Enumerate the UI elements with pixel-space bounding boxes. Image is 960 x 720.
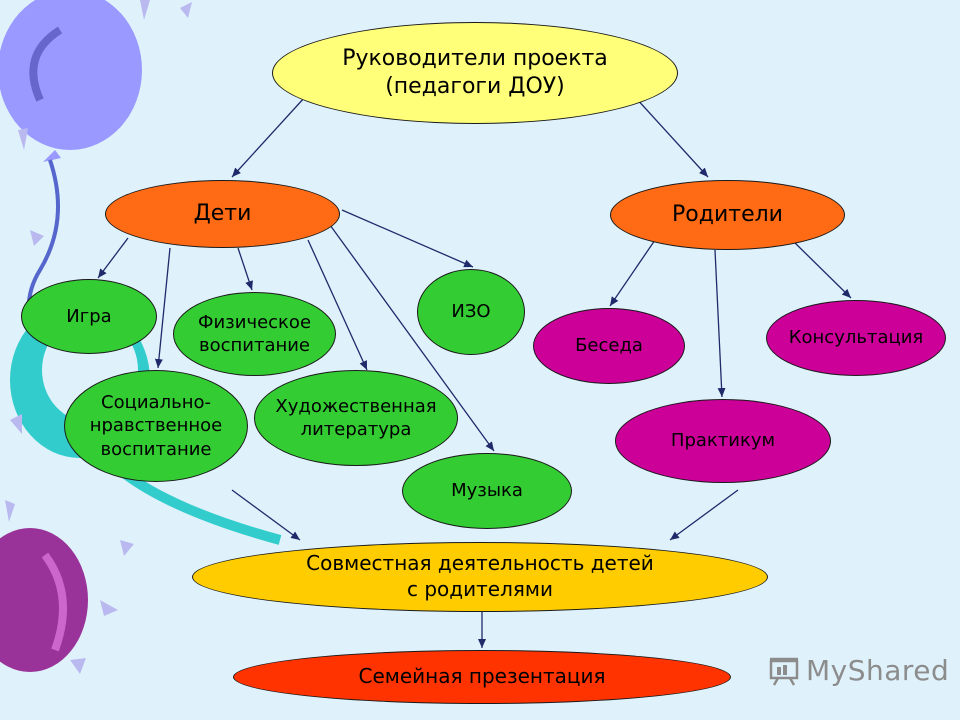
arrow-parents-practicum — [714, 249, 726, 398]
watermark-text: MyShared — [806, 654, 950, 687]
arrow-children-activities-joint — [231, 489, 301, 541]
arrow-children-social — [154, 247, 171, 369]
watermark: MyShared — [768, 654, 949, 687]
connector-arrows — [97, 96, 852, 648]
node-izo: ИЗО — [417, 269, 525, 355]
arrow-children-music — [329, 224, 495, 452]
arrow-leaders-children — [231, 96, 306, 178]
arrow-children-game — [97, 237, 129, 279]
arrow-parents-talk — [609, 239, 656, 307]
node-practicum: Практикум — [615, 399, 831, 483]
node-music: Музыка — [402, 453, 572, 529]
node-children: Дети — [105, 180, 340, 248]
node-fiction-literature: Художественная литература — [254, 370, 458, 466]
arrow-leaders-parents — [634, 96, 709, 178]
node-parents: Родители — [610, 180, 845, 250]
node-physical-education: Физическое воспитание — [173, 292, 336, 376]
node-talk: Беседа — [533, 308, 685, 384]
node-joint-activity: Совместная деятельность детей с родителя… — [192, 542, 768, 612]
balloon-decoration-bottom — [0, 528, 88, 672]
arrow-children-physical — [237, 247, 253, 291]
node-project-leaders: Руководители проекта (педагоги ДОУ) — [272, 22, 678, 124]
arrow-parents-activities-joint — [669, 489, 739, 541]
balloon-decoration-top — [0, 0, 142, 362]
presentation-board-icon — [769, 657, 799, 686]
node-social-moral-education: Социально- нравственное воспитание — [64, 370, 248, 482]
arrow-children-izo — [341, 209, 474, 268]
arrow-children-literature — [307, 239, 368, 371]
node-family-presentation: Семейная презентация — [233, 650, 731, 704]
node-game: Игра — [21, 279, 157, 354]
arrow-parents-consultation — [791, 239, 852, 299]
node-consultation: Консультация — [766, 300, 946, 376]
